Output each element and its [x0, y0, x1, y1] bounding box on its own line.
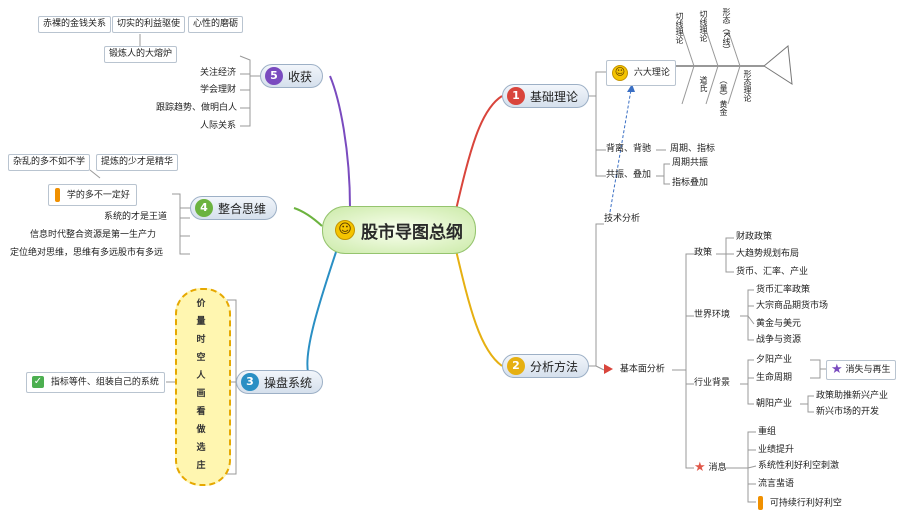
world-node[interactable]: 世界环境	[694, 310, 731, 320]
center-title: 股市导图总纲	[361, 222, 463, 243]
pillar-char: 价	[196, 299, 206, 309]
exclamation-icon	[758, 496, 763, 510]
integrate-line: 系统的才是王道	[104, 212, 168, 222]
news-warn: 可持续行利好利空	[758, 496, 842, 510]
number-badge-icon: 2	[507, 357, 525, 375]
topic-label: 分析方法	[530, 359, 579, 374]
fish-item: 形态（K线）	[722, 8, 731, 54]
pillar-char: 空	[196, 353, 206, 363]
harvest-item: 关注经济	[200, 68, 237, 78]
topic-label: 整合思维	[218, 201, 267, 216]
harvest-box[interactable]: 赤裸的金钱关系	[38, 16, 112, 33]
pillar-char: 时	[196, 335, 206, 345]
forge-node[interactable]: 锻炼人的大熔炉	[104, 46, 178, 63]
industry-node[interactable]: 行业背景	[694, 378, 731, 388]
flag-icon	[604, 364, 613, 374]
fish-item: 切线理论	[675, 12, 684, 44]
policy-node[interactable]: 政策	[694, 248, 713, 258]
number-badge-icon: 1	[507, 87, 525, 105]
world-item: 货币汇率政策	[756, 285, 811, 295]
number-badge-icon: 4	[195, 199, 213, 217]
warn-label: 学的多不一定好	[66, 190, 130, 201]
sunset-node: 夕阳产业	[756, 355, 793, 365]
pillar-frame	[175, 288, 231, 486]
pillar-char: 做	[196, 425, 206, 435]
integrate-line: 定位绝对思维，思维有多远股市有多远	[10, 248, 164, 258]
star-note-node[interactable]: ★ 消失与再生	[826, 360, 896, 380]
six-theory-node[interactable]: ☺ 六大理论	[606, 60, 676, 86]
resonance-sub: 指标叠加	[672, 178, 709, 188]
fish-item: （量）黄金	[719, 76, 728, 116]
world-item: 黄金与美元	[756, 319, 802, 329]
cycle-node: 生命周期	[756, 373, 793, 383]
number-badge-icon: 5	[265, 67, 283, 85]
pillar-char: 画	[196, 389, 206, 399]
resonance-sub: 周期共振	[672, 158, 709, 168]
smile-icon: ☺	[612, 65, 628, 81]
fish-item: 道氏	[699, 76, 708, 92]
topic-label: 操盘系统	[264, 375, 313, 390]
fish-item: 切线理论	[699, 10, 708, 42]
world-item: 大宗商品期货市场	[756, 301, 829, 311]
topic-basic-theory[interactable]: 1 基础理论	[502, 84, 590, 108]
news-item: 系统性利好利空刺激	[758, 461, 840, 471]
checkbox-icon: ✓	[32, 376, 44, 388]
integrate-box[interactable]: 杂乱的多不如不学	[8, 154, 91, 171]
rising-item: 政策助推新兴产业	[816, 391, 889, 401]
star-note-label: 消失与再生	[845, 365, 891, 375]
system-note-node[interactable]: ✓ 指标等件、组装自己的系统	[26, 372, 165, 393]
harvest-item: 人际关系	[200, 121, 237, 131]
tech-analysis-node[interactable]: 技术分析	[604, 214, 641, 224]
policy-item: 财政政策	[736, 232, 773, 242]
rising-item: 新兴市场的开发	[816, 407, 880, 417]
harvest-item: 跟踪趋势、做明白人	[156, 103, 238, 113]
news-item: 业绩提升	[758, 445, 795, 455]
news-label: 消息	[708, 463, 727, 473]
policy-item: 大趋势规划布局	[736, 249, 800, 259]
topic-analysis-method[interactable]: 2 分析方法	[502, 354, 590, 378]
policy-item: 货币、汇率、产业	[736, 267, 809, 277]
news-node[interactable]: ★ 消息	[694, 460, 727, 475]
smile-icon: ☺	[335, 220, 355, 240]
exclamation-icon	[55, 188, 60, 202]
world-item: 战争与资源	[756, 335, 802, 345]
six-theory-label: 六大理论	[633, 68, 670, 78]
divergence-sub: 周期、指标	[670, 144, 716, 154]
pillar-char: 看	[196, 407, 206, 417]
news-item: 流言蜚语	[758, 479, 795, 489]
pillar-char: 庄	[196, 461, 206, 471]
news-item: 重组	[758, 427, 777, 437]
topic-harvest[interactable]: 5 收获	[260, 64, 324, 88]
star-icon: ★	[694, 460, 706, 475]
number-badge-icon: 3	[241, 373, 259, 391]
topic-label: 收获	[288, 69, 313, 84]
warn-node[interactable]: 学的多不一定好	[48, 184, 137, 206]
harvest-box[interactable]: 心性的磨砺	[188, 16, 244, 33]
fundamental-label: 基本面分析	[619, 364, 665, 375]
topic-label: 基础理论	[530, 89, 579, 104]
news-warn-label: 可持续行利好利空	[769, 498, 842, 509]
resonance-node[interactable]: 共振、叠加	[606, 170, 652, 180]
star-icon: ★	[831, 362, 843, 377]
harvest-box[interactable]: 切实的利益驱使	[112, 16, 186, 33]
system-note-label: 指标等件、组装自己的系统	[50, 377, 159, 388]
fundamental-node[interactable]: 基本面分析	[604, 364, 665, 376]
fish-item: 形态理论	[743, 70, 752, 102]
divergence-node[interactable]: 背离、背驰	[606, 144, 652, 154]
pillar-char: 量	[196, 317, 206, 327]
integrate-box[interactable]: 提炼的少才是精华	[96, 154, 179, 171]
harvest-item: 学会理财	[200, 85, 237, 95]
center-topic[interactable]: ☺ 股市导图总纲	[322, 206, 476, 254]
pillar-char: 选	[196, 443, 206, 453]
integrate-line: 信息时代整合资源是第一生产力	[30, 230, 157, 240]
rising-node: 朝阳产业	[756, 399, 793, 409]
topic-trading-system[interactable]: 3 操盘系统	[236, 370, 324, 394]
pillar-char: 人	[196, 371, 206, 381]
topic-integrated-thinking[interactable]: 4 整合思维	[190, 196, 278, 220]
